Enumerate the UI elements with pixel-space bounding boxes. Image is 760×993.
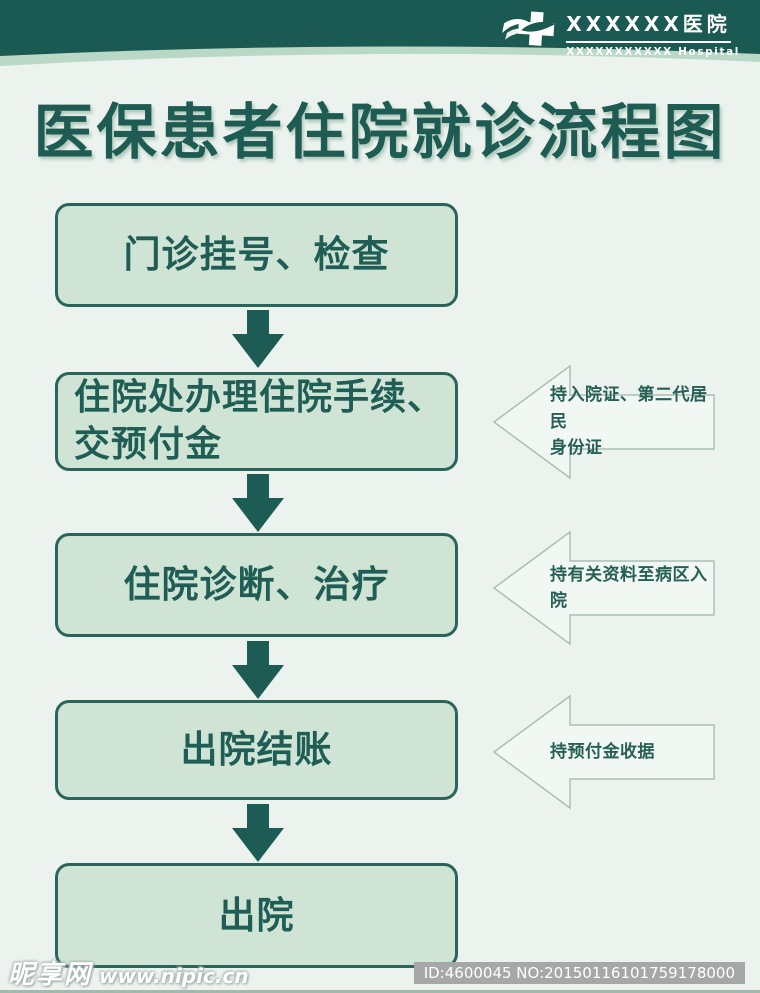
- flow-step-label-line1: 住院处办理住院手续、: [74, 377, 445, 419]
- side-note-line1: 持预付金收据: [550, 741, 655, 762]
- flow-step-outpatient-registration: 门诊挂号、检查: [55, 203, 458, 307]
- watermark-site: 昵享网 www.nipic.cn: [8, 954, 249, 991]
- side-note-prepayment-receipt: 持预付金收据: [490, 692, 718, 812]
- side-note-ward-admission: 持有关资料至病区入院: [490, 528, 718, 648]
- watermark-id-badge: ID:4600045 NO:20150116101759178000: [413, 962, 745, 984]
- side-note-line1: 持有关资料至病区入院: [550, 564, 708, 611]
- page-title: 医保患者住院就诊流程图: [33, 98, 727, 168]
- left-arrow-outline-icon: [492, 694, 715, 810]
- flow-step-discharge: 出院: [55, 863, 458, 968]
- left-arrow-outline-icon: [492, 364, 715, 480]
- side-note-line1: 持入院证、第二代居民: [550, 385, 708, 432]
- down-arrow-icon: [232, 310, 284, 368]
- flow-step-label: 门诊挂号、检查: [123, 233, 390, 277]
- hospital-cross-swoosh-icon: [502, 11, 556, 46]
- flow-step-label: 出院: [218, 893, 295, 937]
- flow-step-label: 住院诊断、治疗: [123, 563, 390, 607]
- down-arrow-icon: [232, 804, 284, 862]
- bottom-divider: [0, 990, 760, 993]
- side-note-text: 持有关资料至病区入院: [550, 528, 710, 648]
- flow-step-admission-procedures: 住院处办理住院手续、 交预付金: [55, 372, 458, 471]
- side-note-line2: 身份证: [550, 438, 603, 459]
- down-arrow-icon: [232, 474, 284, 532]
- flow-step-discharge-settlement: 出院结账: [55, 700, 458, 800]
- side-note-text: 持入院证、第二代居民 身份证: [550, 362, 710, 482]
- flow-step-label: 出院结账: [180, 728, 333, 772]
- side-note-admission-documents: 持入院证、第二代居民 身份证: [490, 362, 718, 482]
- down-arrow-icon: [232, 641, 284, 699]
- hospital-name-en: XXXXXXXXXXX Hospital: [566, 46, 740, 58]
- left-arrow-outline-icon: [492, 530, 715, 646]
- side-note-text: 持预付金收据: [550, 692, 710, 812]
- flow-step-label-line2: 交预付金: [74, 423, 223, 465]
- flow-step-diagnosis-treatment: 住院诊断、治疗: [55, 533, 458, 637]
- hospital-name-cn: XXXXXX医院: [566, 8, 731, 43]
- watermark-site-url: www.nipic.cn: [99, 964, 249, 988]
- hospital-name-block: XXXXXX医院 XXXXXXXXXXX Hospital: [566, 8, 740, 58]
- watermark-site-name: 昵享网: [8, 960, 93, 990]
- hospital-logo-block: XXXXXX医院 XXXXXXXXXXX Hospital: [500, 8, 740, 58]
